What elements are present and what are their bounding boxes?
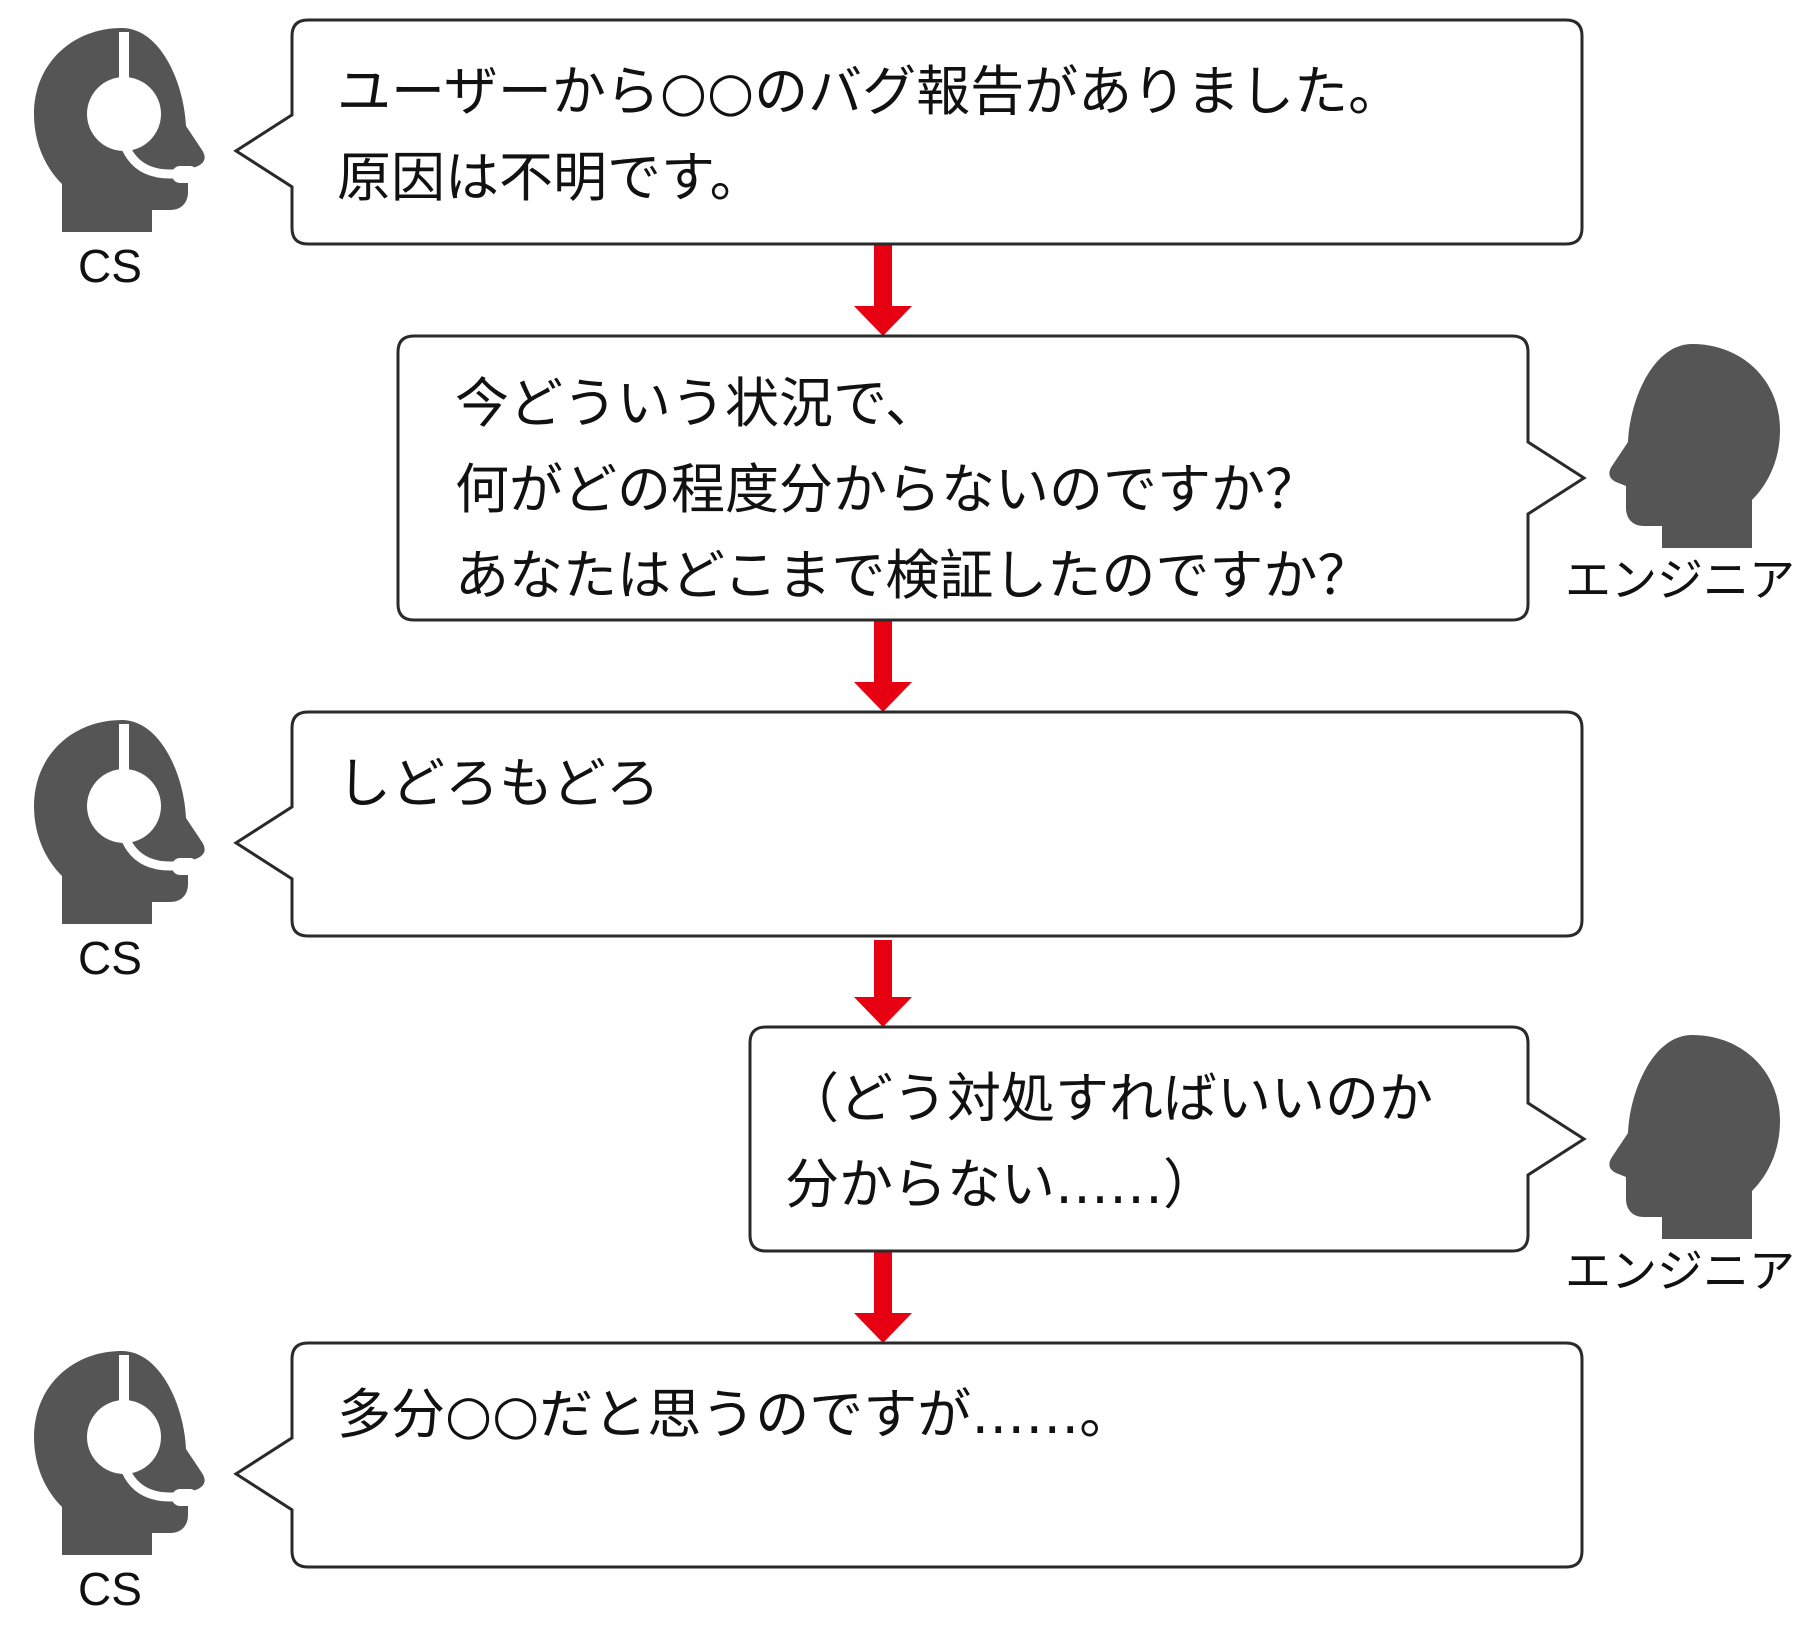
bubble-text-line: 何がどの程度分からないのですか？	[455, 458, 1319, 521]
message-1: ユーザーから○○のバグ報告がありました。原因は不明です。	[233, 18, 1584, 246]
bubble-text-line: ユーザーから○○のバグ報告がありました。	[337, 60, 1402, 123]
speech-bubble	[748, 1025, 1587, 1253]
message-5: 多分○○だと思うのですが……。	[233, 1341, 1584, 1569]
message-2: 今どういう状況で、何がどの程度分からないのですか？ あなたはどこまで検証したのです…	[396, 334, 1587, 622]
bubble-text-line: あなたはどこまで検証したのですか？	[455, 544, 1371, 607]
headset-person-icon	[34, 720, 205, 924]
person-head-icon	[1609, 1035, 1780, 1239]
bubble-text-line: 原因は不明です。	[337, 146, 764, 209]
person-head-icon	[1609, 344, 1780, 548]
speech-bubble	[233, 18, 1584, 246]
bubble-text-line: 分からない……）	[785, 1153, 1217, 1216]
speaker-label-engineer: エンジニア	[1565, 554, 1795, 606]
speaker-label-cs: CS	[78, 1563, 142, 1615]
flow-arrow	[854, 620, 912, 712]
bubble-text-line: しどろもどろ	[337, 752, 660, 815]
speaker-label-engineer: エンジニア	[1565, 1245, 1795, 1297]
speech-bubble	[396, 334, 1587, 622]
speaker-label-cs: CS	[78, 240, 142, 292]
speech-bubble	[233, 1341, 1584, 1569]
headset-person-icon	[34, 1351, 205, 1555]
speech-bubble	[233, 710, 1584, 938]
bubble-text-line: （どう対処すればいいのか	[785, 1067, 1433, 1130]
flow-arrow	[854, 940, 912, 1027]
bubble-text-line: 今どういう状況で、	[455, 372, 939, 435]
bubble-text-line: 多分○○だと思うのですが……。	[337, 1383, 1133, 1446]
flow-arrow	[854, 1251, 912, 1343]
speaker-label-cs: CS	[78, 932, 142, 984]
message-3: しどろもどろ	[233, 710, 1584, 938]
flow-arrow	[854, 244, 912, 336]
headset-person-icon	[34, 28, 205, 232]
